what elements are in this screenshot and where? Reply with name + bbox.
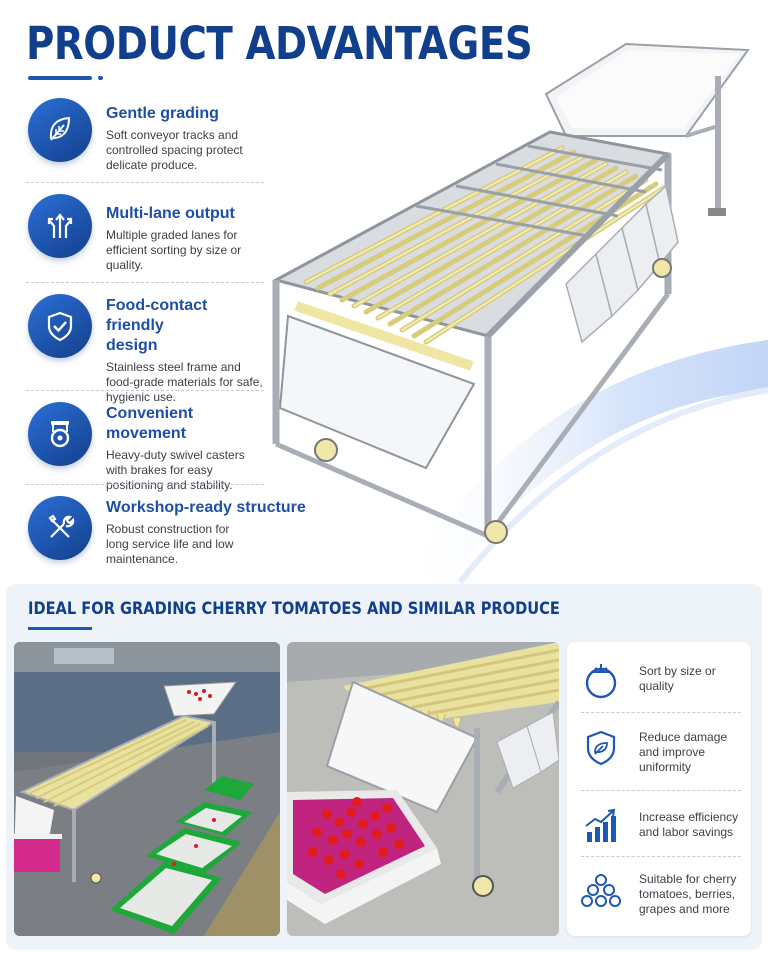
benefit-divider (581, 712, 741, 713)
benefit-divider (581, 790, 741, 791)
feature-workshop-ready: Workshop-ready structure Robust construc… (26, 496, 306, 567)
feature-divider (26, 182, 264, 183)
shield-leaf-icon (586, 730, 616, 766)
page-title: PRODUCT ADVANTAGES (26, 17, 533, 70)
feature-title: Food-contact friendly design (106, 297, 208, 354)
feature-title: Workshop-ready structure (106, 499, 306, 516)
benefit-divider (581, 856, 741, 857)
benefit-text: Reduce damage and improve uniformity (639, 730, 728, 774)
benefit-text: Sort by size or quality (639, 664, 716, 693)
caster-wheels (314, 258, 672, 544)
feature-food-contact-design: Food-contact friendly design Stainless s… (26, 294, 266, 405)
berries-icon (581, 874, 621, 907)
feature-divider (26, 282, 264, 283)
benefit-text: Increase efficiency and labor savings (639, 810, 739, 839)
split-arrows-icon (28, 194, 92, 258)
feature-description: Stainless steel frame and food-grade mat… (106, 360, 263, 404)
feature-divider (26, 484, 264, 485)
feature-title: Gentle grading (106, 105, 219, 122)
benefits-card: Sort by size or quality Reduce damage an… (567, 642, 751, 936)
feature-title: Multi-lane output (106, 205, 235, 222)
tomato-closeup-photo (287, 642, 559, 936)
feature-gentle-grading: Gentle grading Soft conveyor tracks and … (26, 98, 266, 173)
workshop-photo (14, 642, 280, 936)
feature-description: Multiple graded lanes for efficient sort… (106, 228, 242, 272)
grading-machine-illustration (271, 42, 750, 544)
feature-multi-lane-output: Multi-lane output Multiple graded lanes … (26, 194, 266, 273)
feature-convenient-movement: Convenient movement Heavy-duty swivel ca… (26, 402, 266, 493)
leaf-icon (28, 98, 92, 162)
feature-divider (26, 390, 264, 391)
title-underline-dot (98, 76, 103, 80)
panel-title-underline (28, 627, 92, 630)
feature-description: Heavy-duty swivel casters with brakes fo… (106, 448, 245, 492)
feature-description: Robust construction for long service lif… (106, 522, 234, 566)
feature-description: Soft conveyor tracks and controlled spac… (106, 128, 243, 172)
tools-icon (28, 496, 92, 560)
tomato-icon (585, 664, 617, 699)
shield-check-icon (28, 294, 92, 358)
benefit-text: Suitable for cherry tomatoes, berries, g… (639, 872, 737, 916)
panel-title: IDEAL FOR GRADING CHERRY TOMATOES AND SI… (28, 599, 560, 619)
title-underline (28, 76, 92, 80)
feature-title: Convenient movement (106, 405, 194, 442)
caster-wheel-icon (28, 402, 92, 466)
growth-chart-icon (585, 808, 616, 842)
